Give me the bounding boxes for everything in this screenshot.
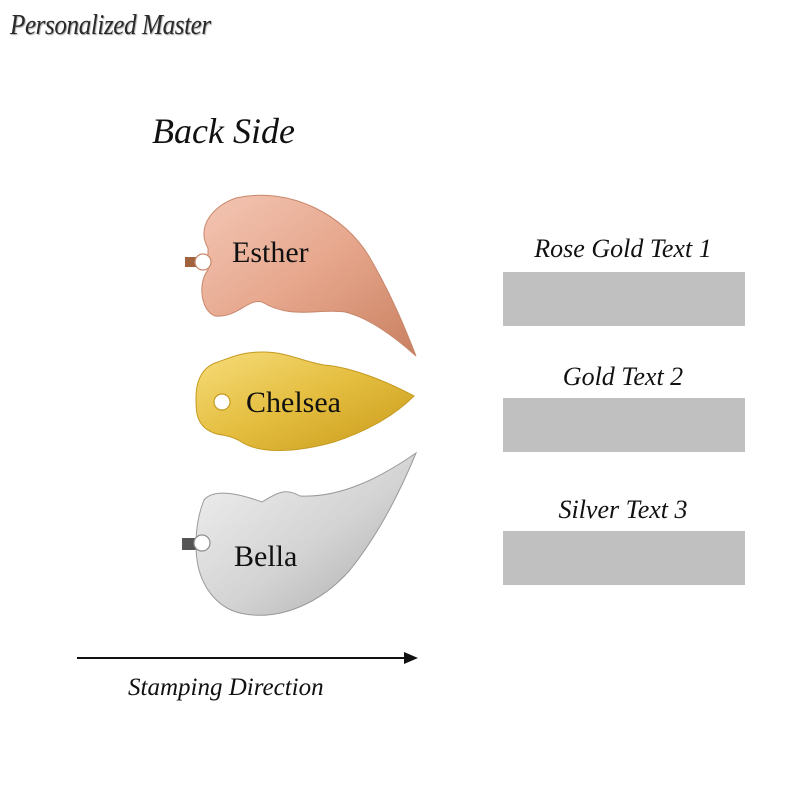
rose-gold-tag: [185, 194, 417, 357]
tag-name-chelsea: Chelsea: [246, 386, 341, 419]
silver-text-label: Silver Text 3: [558, 495, 688, 524]
gold-tag: [195, 351, 415, 451]
brand-logo-text: Personalized Master: [10, 10, 211, 41]
rose-gold-text-input[interactable]: [503, 272, 745, 326]
gold-text-input[interactable]: [503, 398, 745, 452]
rose-gold-text-label: Rose Gold Text 1: [534, 234, 712, 263]
gold-text-label: Gold Text 2: [562, 362, 684, 391]
stamping-direction-arrow: [77, 652, 418, 664]
silver-tag: [182, 451, 418, 616]
jump-ring: [185, 257, 199, 267]
jump-ring: [182, 538, 196, 550]
back-side-heading: Back Side: [152, 111, 295, 151]
tag-name-bella: Bella: [234, 540, 298, 573]
silver-text-input[interactable]: [503, 531, 745, 585]
stamping-direction-label: Stamping Direction: [128, 674, 324, 701]
tag-name-esther: Esther: [232, 236, 309, 269]
